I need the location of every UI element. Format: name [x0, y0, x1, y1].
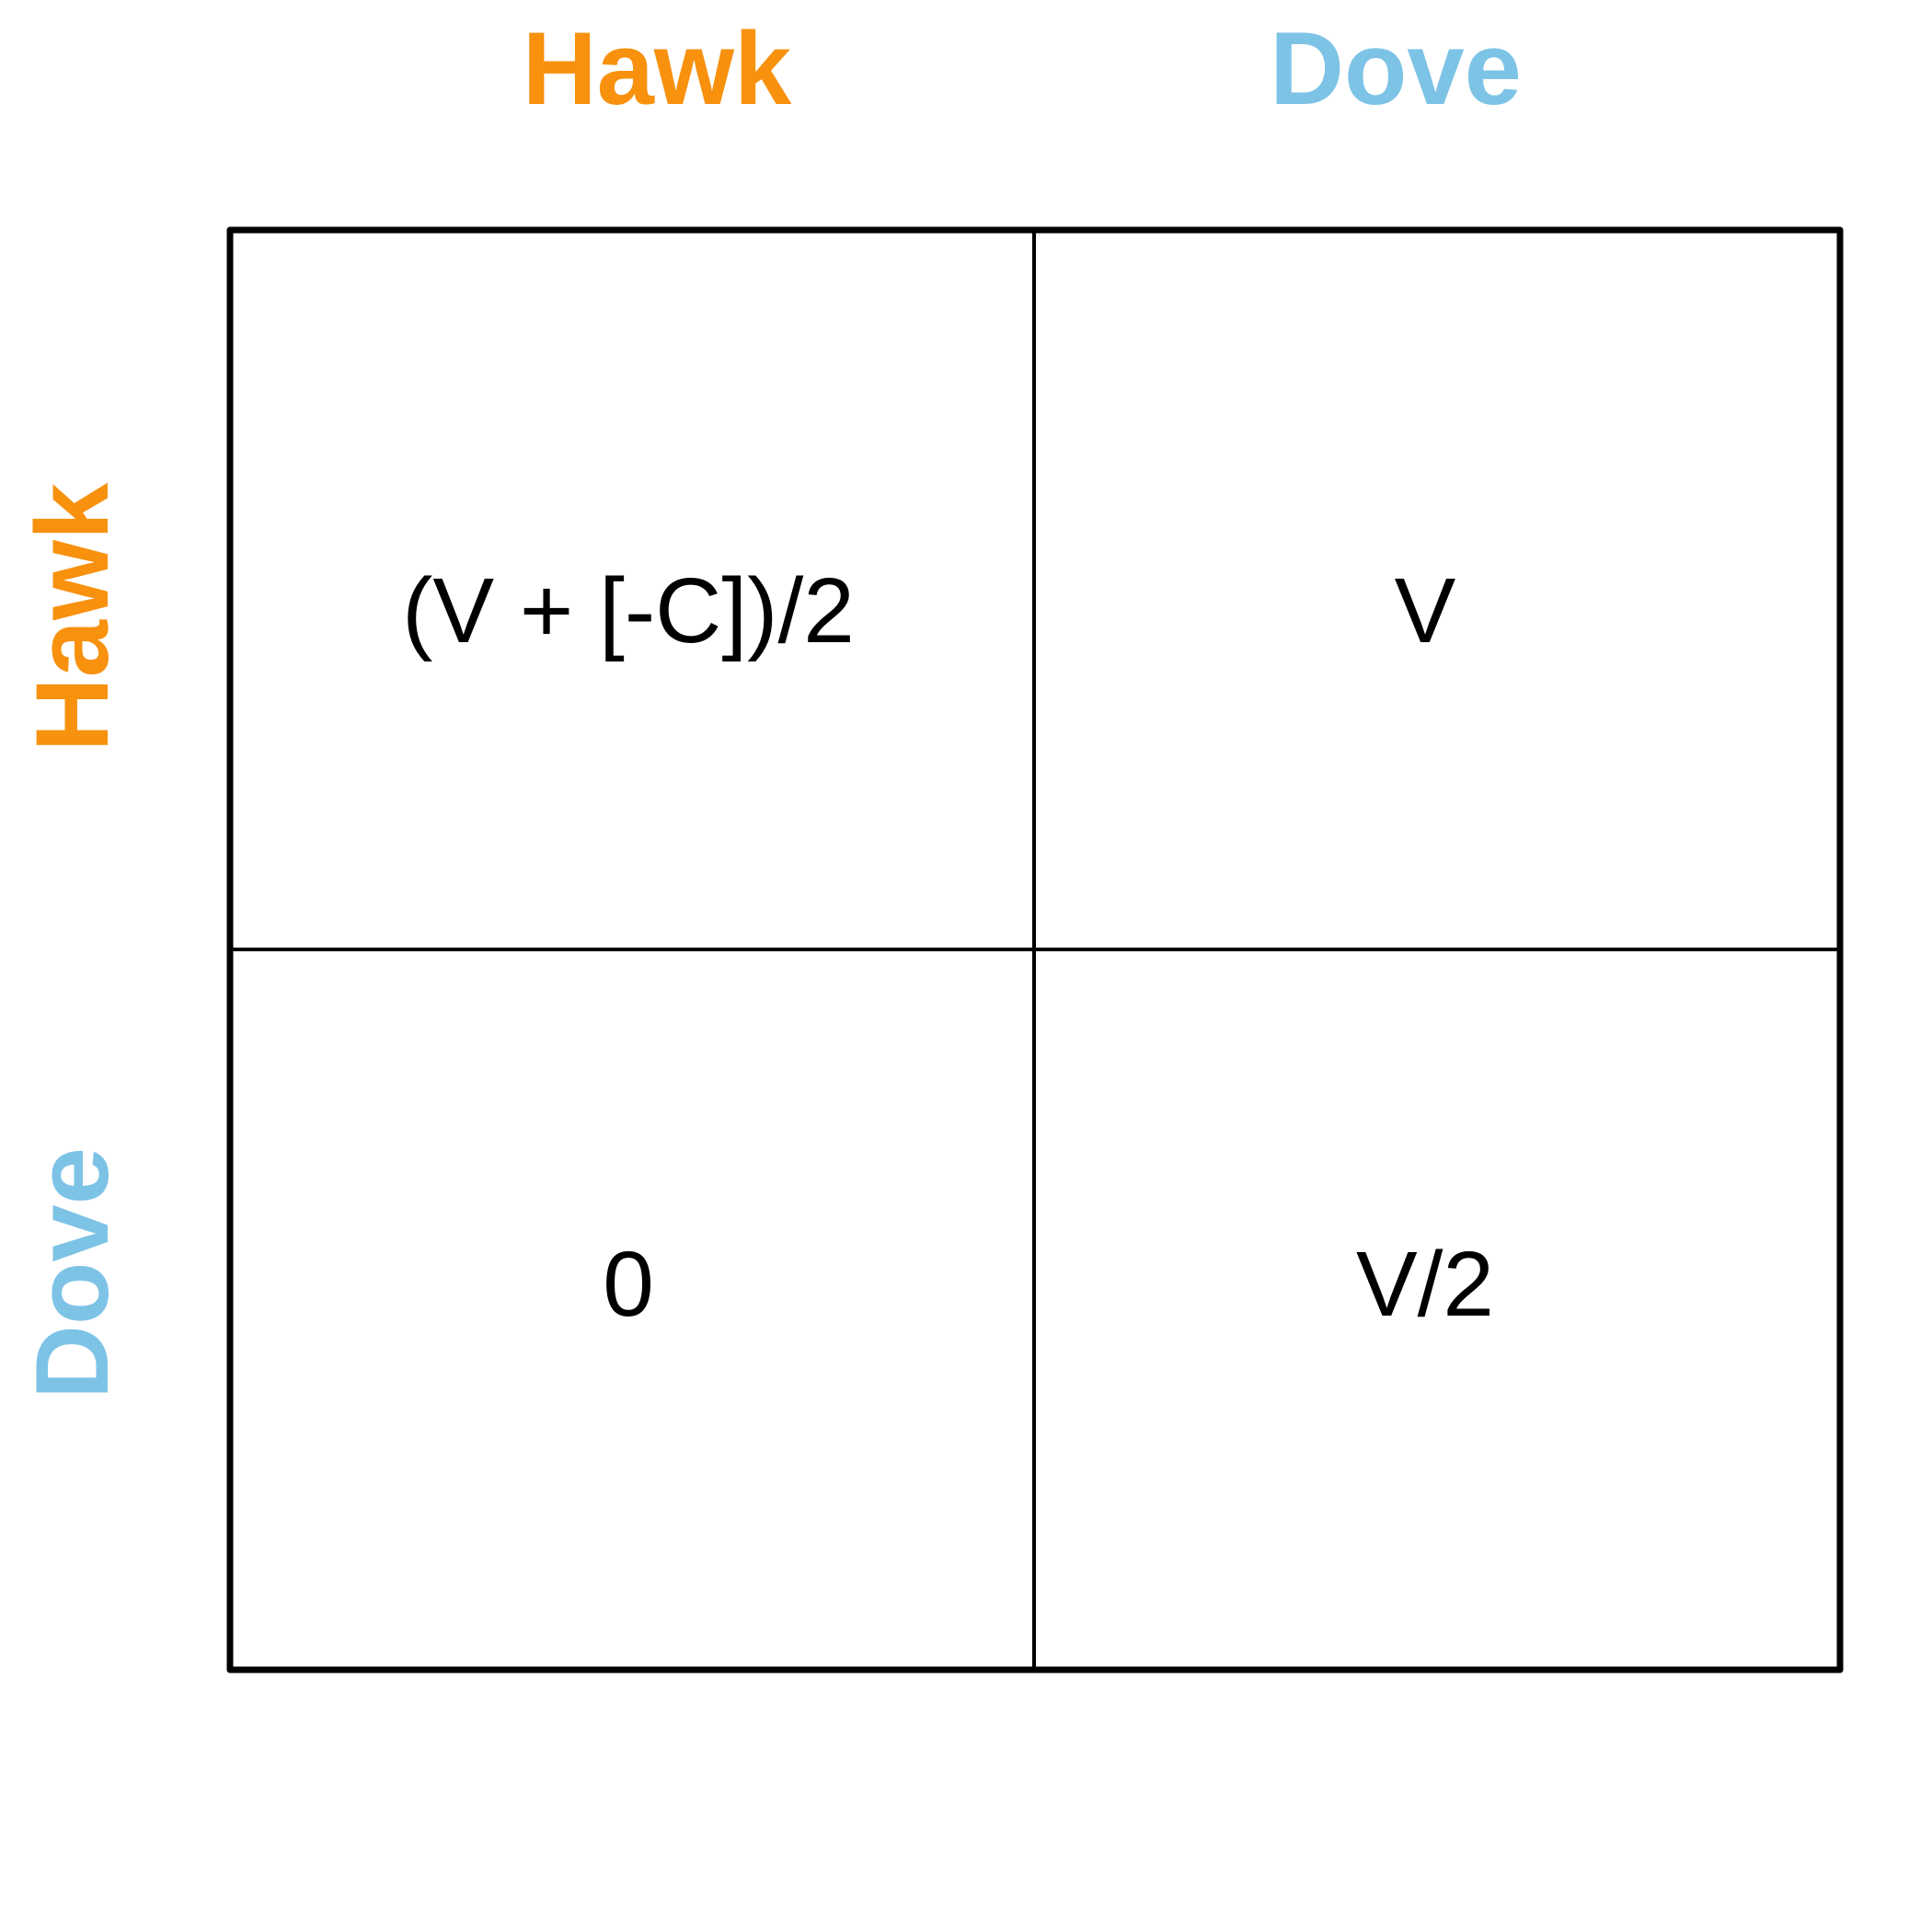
payoff-cell-hawk-dove: V — [1394, 559, 1456, 662]
payoff-cell-dove-dove: V/2 — [1355, 1233, 1495, 1336]
column-label-dove: Dove — [1270, 11, 1522, 126]
payoff-cell-dove-hawk: 0 — [603, 1233, 654, 1336]
payoff-cell-hawk-hawk: (V + [-C])/2 — [402, 559, 855, 662]
column-label-hawk: Hawk — [522, 11, 792, 126]
